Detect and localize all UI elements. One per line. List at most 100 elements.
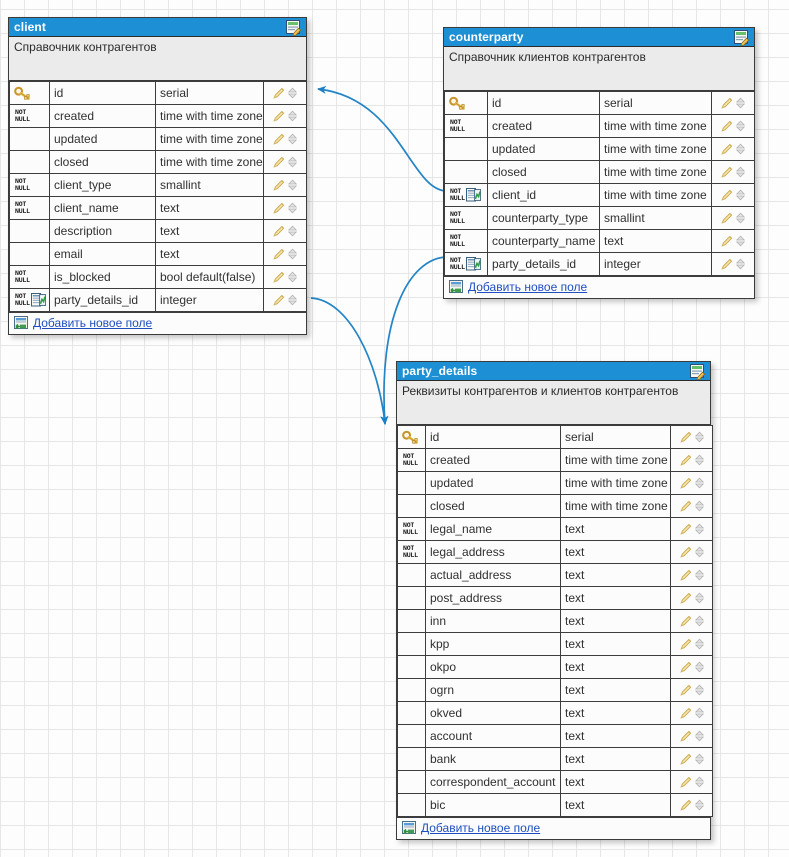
updown-spinner-icon[interactable] [287,247,298,261]
pencil-icon[interactable] [679,752,693,766]
pencil-icon[interactable] [679,476,693,490]
field-name-cell[interactable]: closed [49,150,156,174]
field-name-cell[interactable]: inn [425,609,561,633]
field-actions-cell[interactable] [670,678,713,702]
entity-client-add-field-label[interactable]: Добавить новое поле [33,316,153,330]
field-name-cell[interactable]: created [487,114,600,138]
field-type-cell[interactable]: text [560,701,671,725]
updown-spinner-icon[interactable] [735,119,746,133]
field-name-cell[interactable]: legal_address [425,540,561,564]
field-actions-cell[interactable] [263,81,307,105]
pencil-icon[interactable] [720,165,734,179]
field-type-cell[interactable]: integer [155,288,264,312]
field-actions-cell[interactable] [263,265,307,289]
pencil-icon[interactable] [272,86,286,100]
field-type-cell[interactable]: time with time zone [560,471,671,495]
updown-spinner-icon[interactable] [694,637,705,651]
pencil-icon[interactable] [679,729,693,743]
updown-spinner-icon[interactable] [694,798,705,812]
field-actions-cell[interactable] [711,114,755,138]
field-type-cell[interactable]: time with time zone [599,137,712,161]
updown-spinner-icon[interactable] [694,683,705,697]
field-actions-cell[interactable] [670,425,713,449]
updown-spinner-icon[interactable] [694,568,705,582]
field-name-cell[interactable]: post_address [425,586,561,610]
field-name-cell[interactable]: bic [425,793,561,817]
updown-spinner-icon[interactable] [694,775,705,789]
field-actions-cell[interactable] [670,701,713,725]
pencil-icon[interactable] [679,499,693,513]
field-type-cell[interactable]: text [560,793,671,817]
pencil-icon[interactable] [720,257,734,271]
field-type-cell[interactable]: text [560,563,671,587]
entity-client-add-field[interactable]: Добавить новое поле [9,312,306,334]
pencil-icon[interactable] [720,234,734,248]
form-edit-icon[interactable] [285,19,302,37]
entity-client-titlebar[interactable]: client [9,18,306,37]
field-name-cell[interactable]: email [49,242,156,266]
pencil-icon[interactable] [679,798,693,812]
entity-counterparty-add-field[interactable]: Добавить новое поле [444,276,754,298]
pencil-icon[interactable] [679,637,693,651]
field-type-cell[interactable]: serial [560,425,671,449]
field-name-cell[interactable]: kpp [425,632,561,656]
field-type-cell[interactable]: text [155,242,264,266]
field-name-cell[interactable]: closed [487,160,600,184]
field-type-cell[interactable]: serial [155,81,264,105]
field-actions-cell[interactable] [711,252,755,276]
field-actions-cell[interactable] [263,104,307,128]
pencil-icon[interactable] [272,247,286,261]
field-type-cell[interactable]: bool default(false) [155,265,264,289]
updown-spinner-icon[interactable] [287,155,298,169]
updown-spinner-icon[interactable] [287,270,298,284]
entity-party-details-titlebar[interactable]: party_details [397,362,710,381]
field-actions-cell[interactable] [670,540,713,564]
updown-spinner-icon[interactable] [287,86,298,100]
pencil-icon[interactable] [720,96,734,110]
field-actions-cell[interactable] [670,494,713,518]
pencil-icon[interactable] [679,775,693,789]
updown-spinner-icon[interactable] [694,430,705,444]
pencil-icon[interactable] [679,614,693,628]
pencil-icon[interactable] [679,568,693,582]
field-actions-cell[interactable] [711,183,755,207]
updown-spinner-icon[interactable] [735,234,746,248]
field-type-cell[interactable]: time with time zone [155,127,264,151]
updown-spinner-icon[interactable] [694,499,705,513]
field-type-cell[interactable]: time with time zone [155,150,264,174]
field-actions-cell[interactable] [263,219,307,243]
updown-spinner-icon[interactable] [287,293,298,307]
updown-spinner-icon[interactable] [694,522,705,536]
field-actions-cell[interactable] [670,448,713,472]
field-actions-cell[interactable] [670,655,713,679]
field-type-cell[interactable]: text [560,609,671,633]
field-name-cell[interactable]: counterparty_type [487,206,600,230]
pencil-icon[interactable] [720,188,734,202]
field-name-cell[interactable]: party_details_id [49,288,156,312]
updown-spinner-icon[interactable] [694,706,705,720]
field-name-cell[interactable]: client_name [49,196,156,220]
pencil-icon[interactable] [272,109,286,123]
field-actions-cell[interactable] [670,632,713,656]
field-actions-cell[interactable] [670,724,713,748]
pencil-icon[interactable] [679,706,693,720]
field-actions-cell[interactable] [263,242,307,266]
updown-spinner-icon[interactable] [287,224,298,238]
field-name-cell[interactable]: id [425,425,561,449]
